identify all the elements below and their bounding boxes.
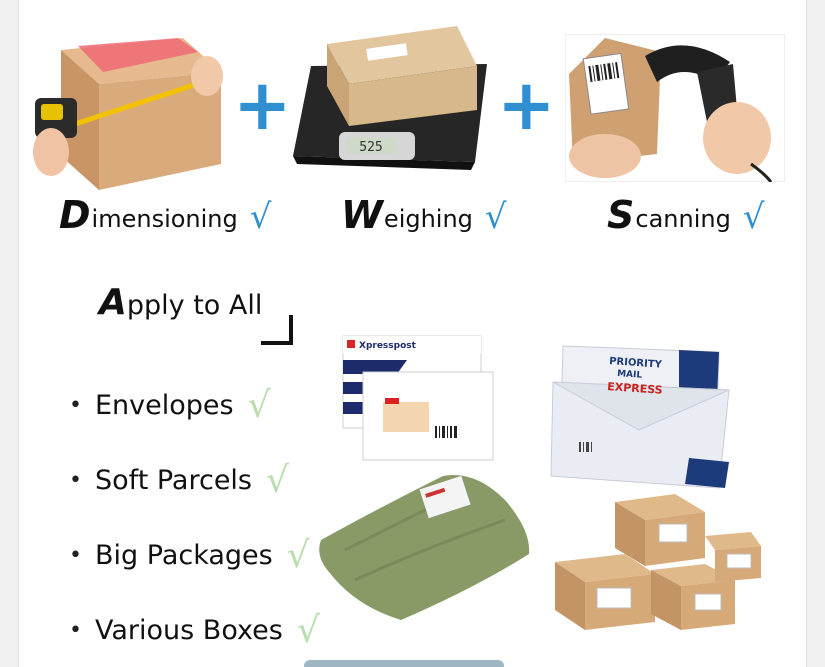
list-item-label: Soft Parcels — [95, 465, 253, 496]
caption-text: eighing — [383, 205, 473, 234]
envelopes-illustration: Xpresspost — [342, 335, 494, 461]
scale-readout: 525 — [359, 140, 382, 155]
apply-heading: A pply to All — [99, 285, 262, 321]
bullet-icon: • — [69, 543, 82, 568]
usps-label-priority: PRIORITY — [609, 356, 663, 371]
dimensioning-illustration — [33, 32, 233, 194]
caption-text: imensioning — [91, 205, 238, 234]
product-feature-image: + 525 + — [19, 0, 806, 667]
list-item: • Soft Parcels √ — [69, 443, 320, 518]
caption-text: canning — [635, 205, 731, 234]
check-icon: √ — [296, 610, 320, 651]
caption-dimensioning: D imensioning √ — [59, 190, 271, 234]
plus-icon-2: + — [497, 64, 556, 146]
soft-parcel-photo — [315, 470, 535, 622]
list-item: • Various Boxes √ — [69, 593, 320, 667]
weighing-photo: 525 — [287, 22, 497, 182]
usps-label-mail: MAIL — [617, 369, 643, 381]
bullet-icon: • — [69, 393, 82, 418]
item-list: • Envelopes √ • Soft Parcels √ • Big Pac… — [69, 368, 320, 667]
apply-initial: A — [99, 282, 127, 323]
list-item-label: Envelopes — [95, 390, 234, 421]
corner-bracket — [261, 315, 293, 345]
check-icon: √ — [247, 385, 271, 426]
boxes-photo — [555, 490, 761, 634]
list-item-label: Various Boxes — [95, 615, 283, 646]
soft-parcel-illustration — [319, 475, 530, 620]
weighing-illustration: 525 — [287, 22, 497, 182]
list-item-label: Big Packages — [95, 540, 273, 571]
usps-envelopes-illustration: PRIORITY MAIL EXPRESS — [550, 345, 730, 489]
right-gutter — [806, 0, 825, 667]
list-item: • Envelopes √ — [69, 368, 320, 443]
left-gutter — [0, 0, 19, 667]
caption-initial: S — [607, 193, 635, 237]
dimensioning-photo — [33, 32, 233, 194]
check-icon: √ — [266, 460, 289, 501]
check-icon: √ — [742, 197, 765, 237]
boxes-illustration — [555, 494, 761, 630]
bullet-icon: • — [69, 468, 82, 493]
bullet-icon: • — [69, 618, 82, 643]
usps-label-express: EXPRESS — [607, 380, 663, 397]
check-icon: √ — [286, 535, 310, 576]
check-icon: √ — [249, 197, 272, 237]
usps-envelopes-photo: PRIORITY MAIL EXPRESS — [549, 338, 735, 494]
plus-icon-1: + — [233, 64, 292, 146]
check-icon: √ — [484, 197, 507, 237]
next-image-edge — [304, 660, 504, 667]
scanning-photo — [565, 34, 785, 182]
envelope-brand: Xpresspost — [359, 341, 417, 351]
scanning-illustration — [565, 34, 785, 182]
envelopes-photo: Xpresspost — [337, 334, 497, 462]
caption-scanning: S canning √ — [607, 190, 764, 234]
caption-initial: D — [59, 193, 91, 237]
list-item: • Big Packages √ — [69, 518, 320, 593]
apply-text: pply to All — [126, 289, 263, 321]
caption-weighing: W eighing √ — [341, 190, 507, 234]
caption-initial: W — [341, 193, 383, 237]
